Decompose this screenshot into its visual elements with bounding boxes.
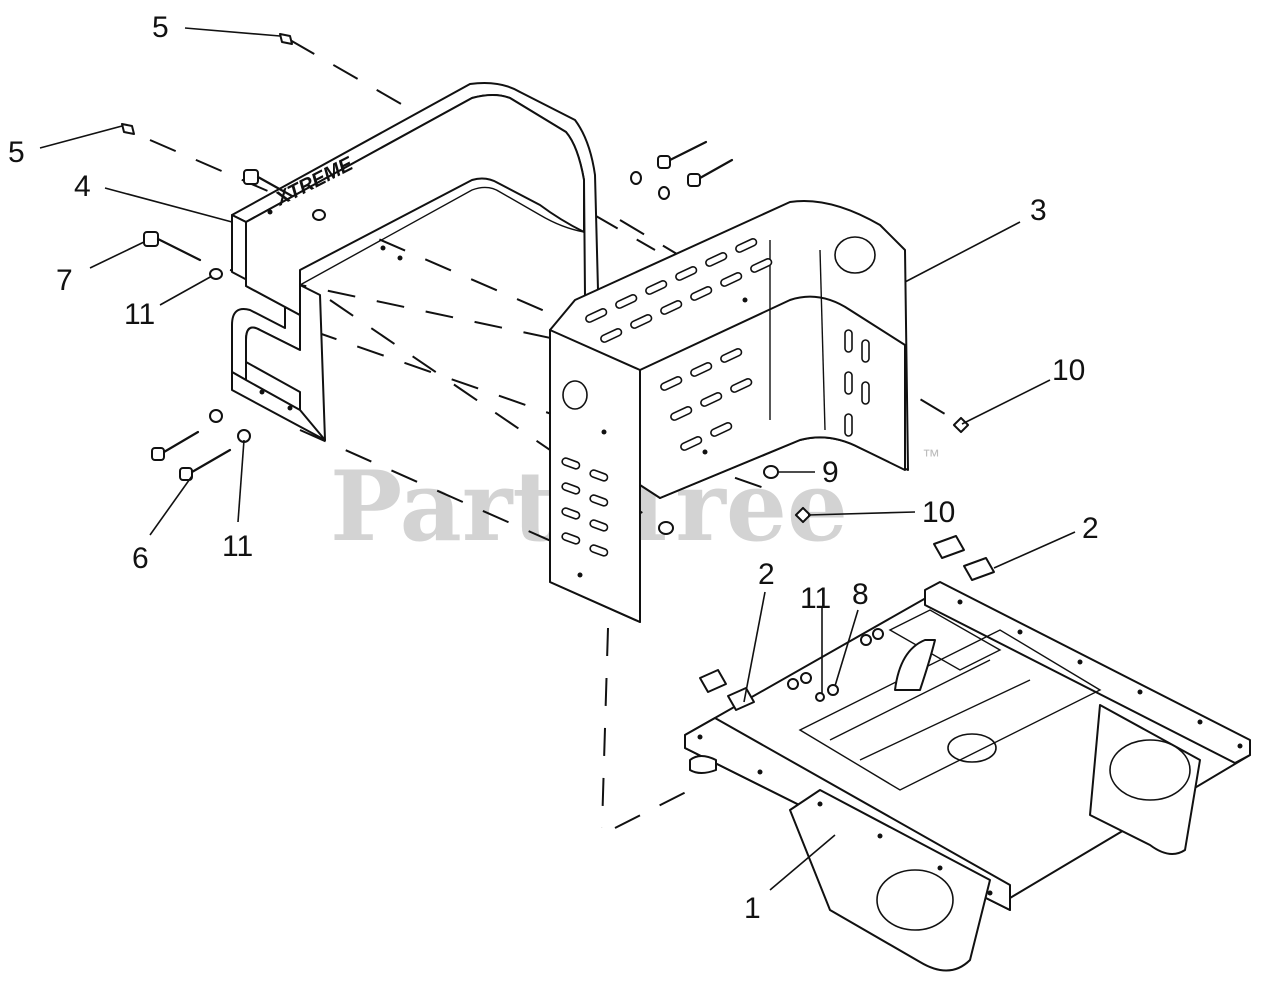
hardware <box>121 33 995 711</box>
leader-lines <box>39 27 1076 891</box>
callout-1: 1 <box>744 892 761 925</box>
callout-11-upper: 11 <box>124 298 155 331</box>
callout-8: 8 <box>852 578 869 611</box>
callout-6: 6 <box>132 542 149 575</box>
watermark-trademark: ™ <box>922 446 940 466</box>
callout-7: 7 <box>56 264 73 297</box>
callout-11-lower: 11 <box>800 582 831 615</box>
part-3-grille <box>549 200 909 623</box>
bolt-upper-left <box>243 169 294 198</box>
nut-lower <box>658 521 674 535</box>
callout-4: 4 <box>74 170 91 203</box>
screw-5-top <box>279 33 293 45</box>
washer-11-upper <box>209 268 223 280</box>
callout-5-top: 5 <box>152 11 169 44</box>
bolts-6 <box>151 430 232 481</box>
screw-5-left <box>121 123 135 135</box>
part-4-bumper: XTREME <box>231 82 599 441</box>
callout-5-left: 5 <box>8 136 25 169</box>
callout-11-bottom: 11 <box>222 530 253 563</box>
frame-holes <box>697 599 1243 896</box>
spacers-2-right <box>933 535 995 581</box>
nut-9 <box>763 465 779 479</box>
callout-3: 3 <box>1030 194 1047 227</box>
callout-10-right: 10 <box>1052 354 1085 387</box>
callout-2-right: 2 <box>1082 512 1099 545</box>
callout-10-mid: 10 <box>922 496 955 529</box>
spacers-2-left <box>699 669 755 711</box>
washers-8-11 <box>787 628 884 702</box>
part-1-frame <box>684 581 1251 972</box>
bolt-7 <box>143 231 202 262</box>
callouts: 5 5 4 7 11 3 10 9 10 2 2 11 8 6 11 1 <box>8 11 1099 925</box>
nut-10-mid <box>794 506 812 524</box>
nut-10-right <box>952 416 970 434</box>
bolts-top-right <box>630 140 734 200</box>
callout-9: 9 <box>822 456 839 489</box>
grille-slots <box>561 237 870 557</box>
washers-11-lower <box>209 409 251 443</box>
callout-2-left: 2 <box>758 558 775 591</box>
washer-11-mid <box>312 209 326 221</box>
